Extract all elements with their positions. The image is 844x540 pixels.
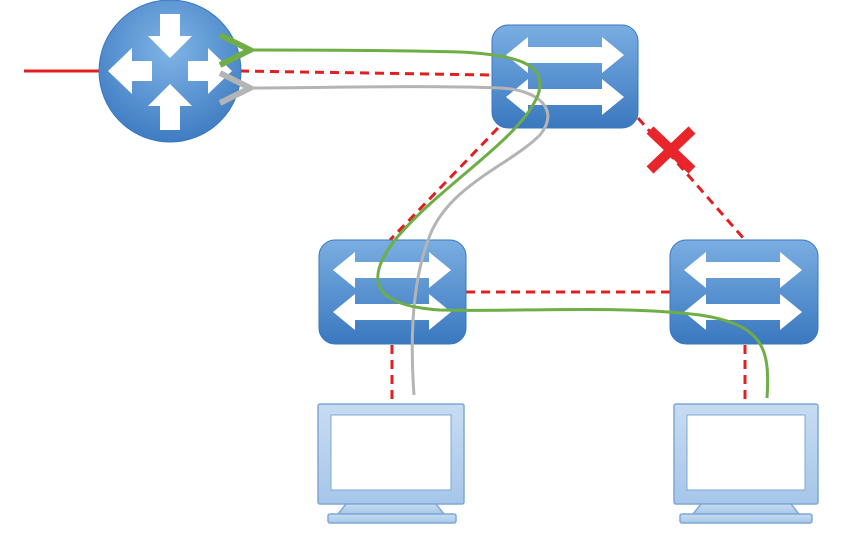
computer-left-icon — [317, 403, 465, 524]
computer-right-icon — [673, 403, 819, 524]
blocked-x-icon — [646, 126, 696, 174]
switch-top-switch-left-link — [388, 126, 500, 242]
router-icon — [98, 0, 242, 143]
switch-top-icon — [491, 24, 639, 129]
links — [24, 69, 747, 405]
gray-traffic-path — [250, 87, 550, 396]
green-traffic-path — [250, 50, 770, 399]
switch-left-icon — [318, 239, 467, 345]
router-switch-top-link — [239, 69, 493, 77]
switch-right-icon — [669, 239, 819, 345]
switch-top-switch-right-link — [636, 117, 747, 241]
